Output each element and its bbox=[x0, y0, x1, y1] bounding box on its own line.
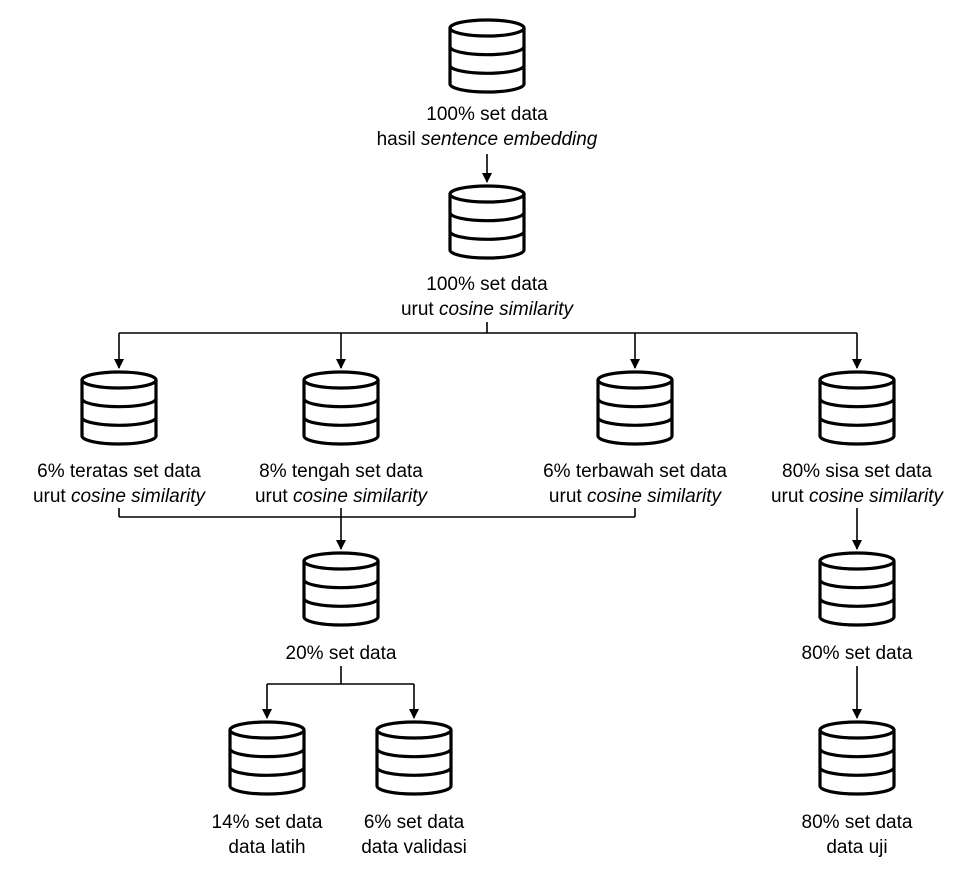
label-rest80-line2-italic: cosine similarity bbox=[808, 486, 944, 507]
database-icon bbox=[302, 551, 380, 627]
label-test-line1: 80% set data bbox=[801, 812, 913, 833]
label-sorted-line2: urut bbox=[400, 299, 439, 320]
connector-lines bbox=[114, 154, 862, 719]
label-bottom6: 6% terbawah set data urut cosine similar… bbox=[543, 459, 727, 509]
label-bottom6-line1: 6% terbawah set data bbox=[543, 461, 727, 482]
label-rest80-line2: urut bbox=[770, 486, 809, 507]
label-sorted-line2-italic: cosine similarity bbox=[438, 299, 574, 320]
label-train: 14% set data data latih bbox=[212, 810, 323, 860]
label-top6-line2: urut bbox=[32, 486, 71, 507]
label-test: 80% set data data uji bbox=[802, 810, 913, 860]
label-set20-line1: 20% set data bbox=[285, 643, 397, 664]
database-icons bbox=[80, 18, 896, 796]
database-icon bbox=[448, 18, 526, 94]
database-icon bbox=[818, 370, 896, 446]
label-set20: 20% set data bbox=[286, 641, 397, 666]
label-sorted: 100% set data urut cosine similarity bbox=[401, 272, 573, 322]
database-icon bbox=[448, 184, 526, 260]
label-valid-line1: 6% set data bbox=[363, 812, 465, 833]
database-icon bbox=[375, 720, 453, 796]
label-top6-line2-italic: cosine similarity bbox=[70, 486, 206, 507]
label-rest80: 80% sisa set data urut cosine similarity bbox=[771, 459, 943, 509]
database-icon bbox=[302, 370, 380, 446]
database-icon bbox=[818, 551, 896, 627]
label-train-line2: data latih bbox=[228, 837, 306, 858]
label-mid8: 8% tengah set data urut cosine similarit… bbox=[255, 459, 427, 509]
label-source: 100% set data hasil sentence embedding bbox=[377, 102, 598, 152]
label-valid: 6% set data data validasi bbox=[361, 810, 467, 860]
label-test-line2: data uji bbox=[826, 837, 888, 858]
label-train-line1: 14% set data bbox=[211, 812, 323, 833]
label-mid8-line2-italic: cosine similarity bbox=[292, 486, 428, 507]
label-source-line1: 100% set data bbox=[426, 104, 548, 125]
label-valid-line2: data validasi bbox=[361, 837, 467, 858]
label-mid8-line2: urut bbox=[254, 486, 293, 507]
label-sorted-line1: 100% set data bbox=[426, 274, 548, 295]
label-bottom6-line2: urut bbox=[548, 486, 587, 507]
label-top6: 6% teratas set data urut cosine similari… bbox=[33, 459, 205, 509]
label-bottom6-line2-italic: cosine similarity bbox=[586, 486, 722, 507]
database-icon bbox=[818, 720, 896, 796]
database-icon bbox=[596, 370, 674, 446]
label-rest80-line1: 80% sisa set data bbox=[782, 461, 932, 482]
label-top6-line1: 6% teratas set data bbox=[37, 461, 201, 482]
database-icon bbox=[80, 370, 158, 446]
label-set80-line1: 80% set data bbox=[801, 643, 913, 664]
label-source-line2-italic: sentence embedding bbox=[420, 129, 598, 150]
database-icon bbox=[228, 720, 306, 796]
label-mid8-line1: 8% tengah set data bbox=[259, 461, 423, 482]
label-set80: 80% set data bbox=[802, 641, 913, 666]
label-source-line2: hasil bbox=[376, 129, 421, 150]
